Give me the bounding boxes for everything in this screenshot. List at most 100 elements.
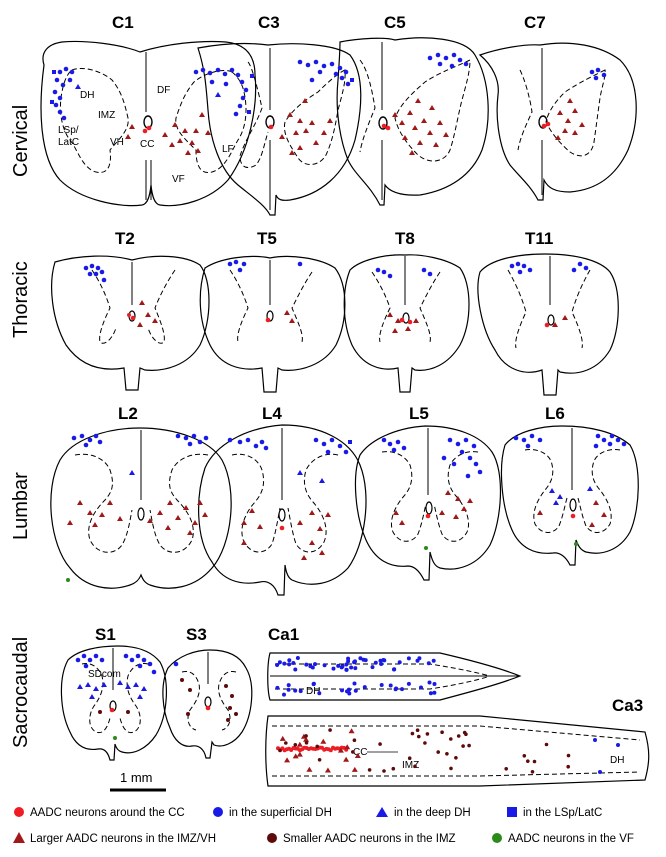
segment-label-t11: T11 <box>525 229 553 248</box>
ca3-small-marker <box>454 756 458 760</box>
section-l2 <box>50 427 232 589</box>
ca3-small-marker <box>440 730 444 734</box>
legend-label-vf: AADC neurons in the VF <box>508 833 634 845</box>
ca3-small-marker <box>417 734 421 739</box>
ca1-marker <box>304 662 309 667</box>
legend-label-deep-dh: in the deep DH <box>394 807 471 819</box>
ca3-imz-marker <box>306 766 313 772</box>
ca1-marker <box>298 689 303 694</box>
legend-item-superficial-dh: in the superficial DH <box>213 807 332 819</box>
annotation-imz: IMZ <box>98 110 115 121</box>
ca3-small-marker <box>445 752 449 756</box>
annotation-latc: LatC <box>58 137 79 148</box>
ca3-small-marker <box>378 742 382 746</box>
section-ca3 <box>265 715 650 787</box>
ca1-marker <box>293 688 298 693</box>
ca1-marker <box>382 658 387 663</box>
ca3-small-marker <box>449 766 453 771</box>
section-t8 <box>343 254 470 393</box>
ca1-marker <box>344 667 349 672</box>
section-l5 <box>354 425 501 581</box>
ca1-marker <box>379 662 384 666</box>
ca1-marker <box>311 681 316 686</box>
annotation-df: DF <box>157 85 170 96</box>
ca1-marker <box>336 663 341 668</box>
ca1-marker <box>378 658 383 663</box>
ca3-dh-marker <box>598 770 602 774</box>
ca3-imz-marker <box>337 747 344 753</box>
ca3-imz-marker <box>348 728 355 734</box>
ca3-small-marker <box>467 743 471 748</box>
ca3-small-marker <box>532 759 537 764</box>
legend-label-lsp-latc: in the LSp/LatC <box>523 807 602 819</box>
ca1-marker <box>344 662 349 667</box>
ca3-small-marker <box>328 728 332 732</box>
section-c3 <box>197 42 362 216</box>
annotation-ca3-imz: IMZ <box>402 760 419 771</box>
ca3-dh-marker <box>593 738 597 742</box>
ca3-small-marker <box>315 744 320 749</box>
annotation-lf: LF <box>222 144 234 155</box>
region-label-sacrocaudal: Sacrocaudal <box>10 637 32 748</box>
ca3-small-marker <box>304 734 308 738</box>
ca3-small-marker <box>304 741 309 745</box>
ca1-marker <box>397 660 402 665</box>
ca1-marker <box>419 685 423 690</box>
ca1-marker <box>322 663 327 668</box>
segment-label-c7: C7 <box>524 13 546 32</box>
legend-item-cc: AADC neurons around the CC <box>14 807 185 819</box>
ca3-small-marker <box>317 758 322 762</box>
ca1-marker <box>287 662 292 667</box>
segment-label-ca1: Ca1 <box>268 625 299 644</box>
section-l4 <box>198 424 367 596</box>
ca1-marker <box>428 691 433 696</box>
segment-label-t8: T8 <box>395 229 415 248</box>
ca1-marker <box>286 687 291 692</box>
ca3-small-marker <box>407 756 412 760</box>
ca1-marker <box>277 660 282 665</box>
ca1-marker <box>310 665 315 670</box>
annotation-vh: VH <box>110 137 124 148</box>
legend-item-smaller-imz: Smaller AADC neurons in the IMZ <box>267 833 456 845</box>
scale-bar-label: 1 mm <box>120 770 153 785</box>
ca3-imz-marker <box>296 751 303 757</box>
legend-label-superficial-dh: in the superficial DH <box>229 807 332 819</box>
scale-bar: 1 mm <box>110 770 166 792</box>
annotation-ca1-dh: DH <box>306 686 320 697</box>
ca1-marker <box>432 682 437 686</box>
section-t11 <box>477 253 619 396</box>
ca1-marker <box>388 683 393 688</box>
ca3-small-marker <box>391 766 396 771</box>
ca1-marker <box>352 660 357 665</box>
legend-item-larger-imz: Larger AADC neurons in the IMZ/VH <box>13 832 216 845</box>
annotation-lsp: LSp/ <box>58 125 79 136</box>
ca1-marker <box>313 662 317 667</box>
ca3-small-marker <box>352 738 357 742</box>
ca3-imz-marker <box>343 756 350 762</box>
legend: AADC neurons around the CC in the superf… <box>13 807 634 845</box>
annotation-sdcom: SDcom <box>88 669 121 680</box>
segment-label-c5: C5 <box>384 13 406 32</box>
legend-item-deep-dh: in the deep DH <box>376 807 471 819</box>
ca1-marker <box>346 659 351 664</box>
ca3-imz-marker <box>324 767 331 773</box>
ca3-small-marker <box>544 742 549 747</box>
ca3-imz-marker <box>320 738 327 744</box>
ca3-imz-marker <box>344 744 351 750</box>
ca3-small-marker <box>413 764 417 769</box>
ca3-imz-marker <box>284 757 291 763</box>
segment-label-c3: C3 <box>258 13 280 32</box>
ca3-small-marker <box>410 731 415 736</box>
ca3-small-marker <box>461 744 465 748</box>
ca3-small-marker <box>436 750 441 754</box>
ca3-small-marker <box>367 768 372 772</box>
ca3-small-marker <box>530 770 535 774</box>
ca1-marker <box>349 665 354 670</box>
ca1-marker <box>417 656 422 661</box>
annotation-ca3-dh: DH <box>610 755 624 766</box>
ca3-small-marker <box>425 732 430 736</box>
segment-label-l5: L5 <box>409 404 429 423</box>
ca3-small-marker <box>415 728 420 732</box>
ca1-marker <box>379 683 384 687</box>
